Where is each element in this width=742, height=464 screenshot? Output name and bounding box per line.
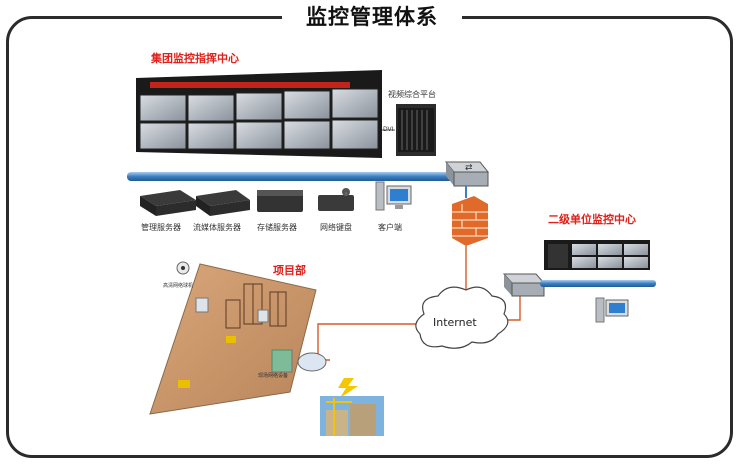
internet-label: Internet [433, 316, 477, 329]
storage-server [257, 190, 303, 212]
firewall [452, 196, 488, 246]
building-photo [320, 396, 384, 436]
svg-text:⇄: ⇄ [465, 163, 473, 173]
site-network-label: 现场网络设备 [258, 372, 288, 379]
streaming-server [196, 190, 250, 216]
video-platform [396, 104, 436, 156]
network-keyboard [318, 188, 354, 211]
device-label-keyboard: 网络键盘 [320, 222, 352, 233]
client-pc [376, 182, 411, 210]
video-wall [136, 70, 382, 158]
secondary-client-pc [596, 298, 628, 322]
dvi-label: DVI [383, 126, 393, 133]
hq-label: 集团监控指挥中心 [151, 50, 239, 66]
camera-label: 高清网络球机 [163, 282, 193, 289]
device-label-storage: 存储服务器 [257, 222, 297, 233]
backbone-bus [127, 172, 483, 181]
secondary-video-wall [544, 240, 650, 270]
device-label-client: 客户端 [378, 222, 402, 233]
management-server [140, 190, 196, 216]
device-label-streaming: 流媒体服务器 [193, 222, 241, 233]
device-label-management: 管理服务器 [141, 222, 181, 233]
site-cloud [298, 353, 326, 371]
secondary-label: 二级单位监控中心 [548, 211, 636, 227]
secondary-switch [504, 274, 544, 296]
platform-label: 视频综合平台 [388, 89, 436, 100]
project-label: 项目部 [273, 262, 306, 278]
secondary-bus [540, 280, 656, 287]
core-switch: ⇄ [446, 162, 488, 186]
wireless-icon [338, 378, 358, 398]
